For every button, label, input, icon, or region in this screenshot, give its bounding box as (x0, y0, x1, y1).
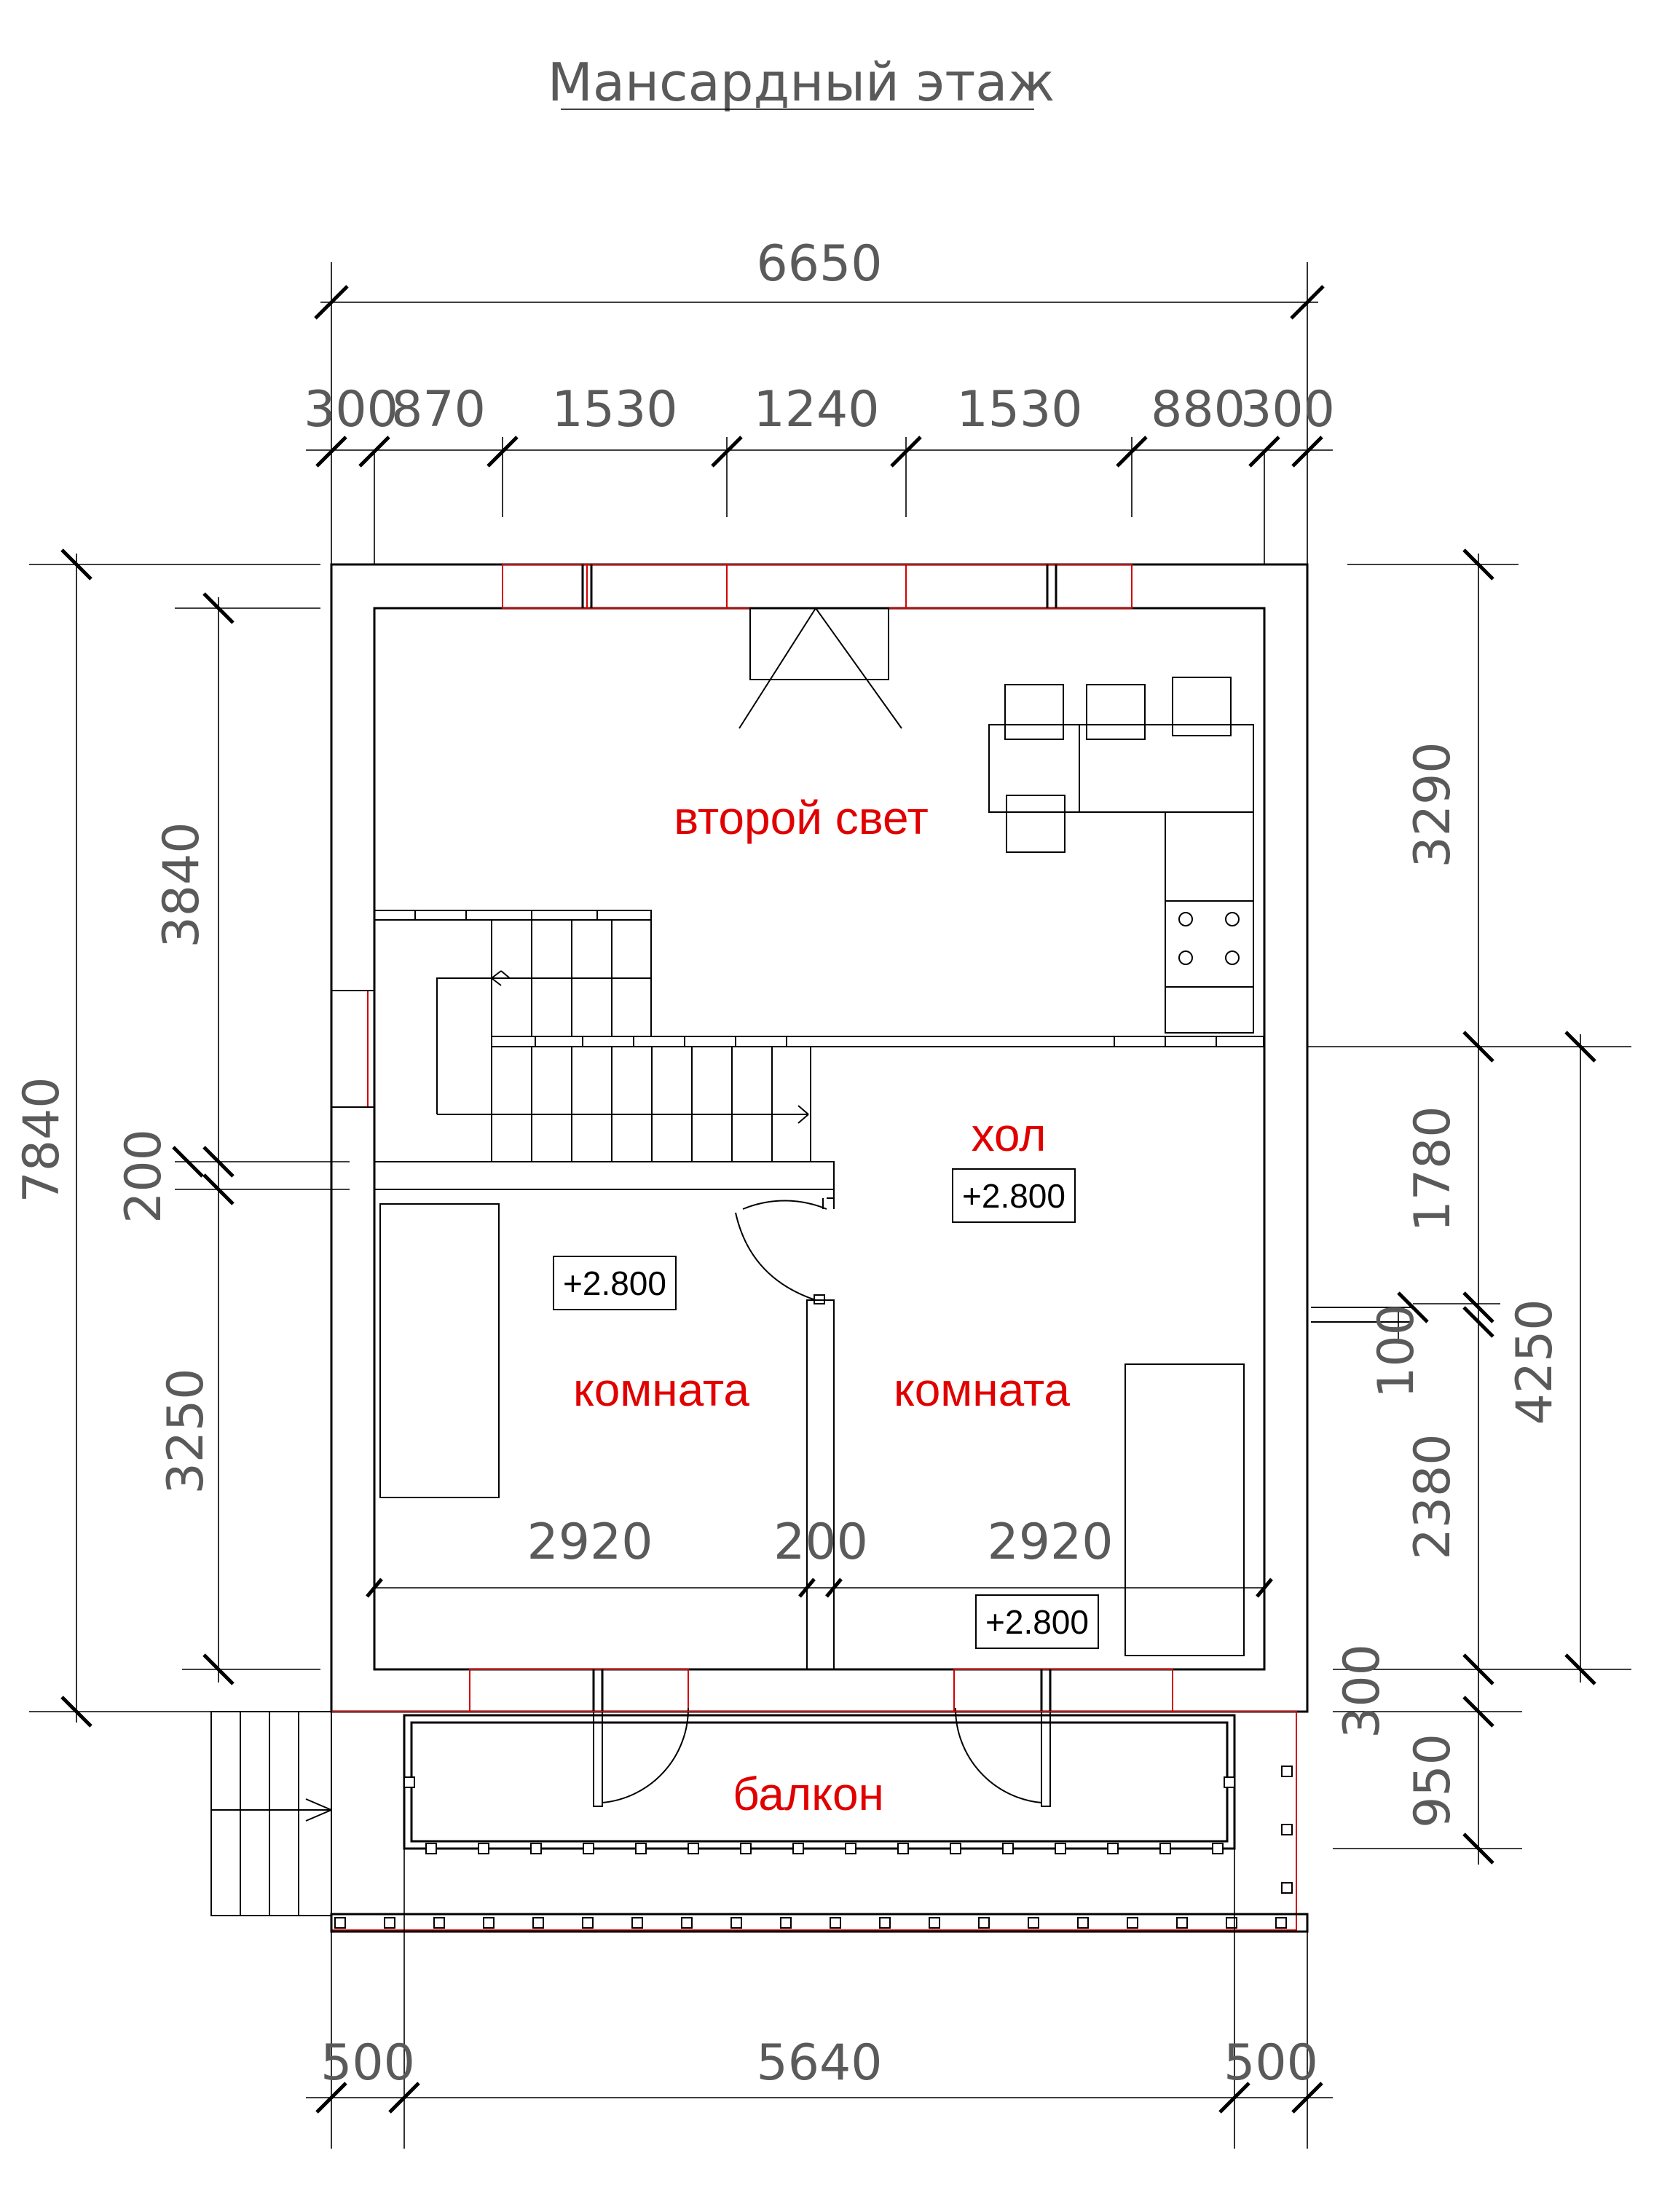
railing-post (1281, 1766, 1293, 1777)
staircase (374, 910, 1264, 1162)
railing-post (1077, 1917, 1089, 1929)
railing-post (1224, 1776, 1235, 1788)
left-window-frame (331, 990, 375, 1108)
interior-walls (374, 1161, 1413, 1670)
dim-right-wall2: 300 (1334, 1644, 1391, 1739)
railing-post (1281, 1882, 1293, 1894)
dim-right-room: 2380 (1404, 1433, 1462, 1559)
railing-post (1275, 1917, 1287, 1929)
dim-right-hall: 1780 (1404, 1106, 1462, 1232)
dim-top-3: 1240 (753, 381, 879, 438)
balcony (330, 1711, 1309, 1933)
dim-room-width-right: 2920 (987, 1514, 1113, 1571)
railing-post (845, 1843, 856, 1854)
dim-right-balcony: 950 (1404, 1733, 1462, 1828)
dim-top-1: 870 (391, 381, 486, 438)
skylight (738, 607, 902, 729)
dim-left-lower: 3250 (157, 1368, 215, 1494)
railing-post (483, 1917, 495, 1929)
level-box-room-right (975, 1594, 1099, 1649)
railing-post (780, 1917, 792, 1929)
railing-post (1127, 1917, 1138, 1929)
top-dims (306, 262, 1333, 564)
entry-stairs (210, 1711, 332, 1916)
railing-post (1107, 1843, 1119, 1854)
dim-top-2: 1530 (551, 381, 677, 438)
dim-left-mid: 200 (115, 1129, 173, 1224)
level-box-room-left (553, 1256, 677, 1310)
dim-room-width-left: 2920 (527, 1514, 653, 1571)
railing-post (635, 1843, 647, 1854)
railing-post (631, 1917, 643, 1929)
railing-post (384, 1917, 395, 1929)
level-box-hall (952, 1168, 1076, 1223)
railing-post (929, 1917, 940, 1929)
bed-right (1124, 1363, 1245, 1656)
room-label-left: комната (573, 1363, 749, 1416)
kitchen-furniture (988, 677, 1254, 1034)
level-room-right: +2.800 (985, 1603, 1089, 1641)
railing-post (1028, 1917, 1039, 1929)
room-label-balcony: балкон (733, 1768, 884, 1820)
railing-post (583, 1843, 594, 1854)
railing-post (403, 1776, 415, 1788)
dim-bottom-right: 500 (1224, 2034, 1318, 2092)
dim-right-span: 4250 (1506, 1299, 1564, 1425)
dim-top-6: 300 (1240, 381, 1335, 438)
dim-top-4: 1530 (956, 381, 1082, 438)
top-windows (502, 564, 1133, 609)
railing-post (582, 1917, 594, 1929)
railing-post (1281, 1824, 1293, 1835)
railing-post (425, 1843, 437, 1854)
dim-partition: 200 (773, 1514, 868, 1571)
bed-left (379, 1203, 500, 1498)
dim-top-5: 880 (1151, 381, 1245, 438)
bottom-windows (469, 1669, 1173, 1712)
railing-post (897, 1843, 909, 1854)
dim-right-upper: 3290 (1404, 741, 1462, 867)
level-room-left: +2.800 (563, 1264, 666, 1302)
bottom-dims (306, 1849, 1333, 2149)
railing-post (1212, 1843, 1224, 1854)
left-window (331, 990, 369, 1108)
railing-post (433, 1917, 445, 1929)
railing-post (792, 1843, 804, 1854)
left-dims (29, 548, 350, 1728)
railing-post (334, 1917, 346, 1929)
railing-post (478, 1843, 489, 1854)
railing-post (681, 1917, 693, 1929)
railing-post (950, 1843, 961, 1854)
dim-top-0: 300 (304, 381, 398, 438)
railing-post (1226, 1917, 1237, 1929)
railing-post (1176, 1917, 1188, 1929)
railing-post (879, 1917, 891, 1929)
room-width-dim (366, 1578, 1273, 1598)
room-label-second-light: второй свет (674, 792, 929, 844)
dim-bottom-left: 500 (320, 2034, 415, 2092)
room-label-hall: хол (972, 1109, 1047, 1161)
railing-post (730, 1917, 742, 1929)
dim-left-total: 7840 (13, 1077, 71, 1203)
railing-post (1159, 1843, 1171, 1854)
railing-post (532, 1917, 544, 1929)
dim-bottom-total: 5640 (756, 2034, 882, 2092)
railing-post (1002, 1843, 1014, 1854)
room-label-right: комната (894, 1363, 1070, 1416)
railing-post (978, 1917, 990, 1929)
dim-right-wall: 100 (1368, 1304, 1425, 1398)
railing-post (1055, 1843, 1066, 1854)
right-dims (1307, 548, 1631, 1865)
railing-post (830, 1917, 841, 1929)
railing-post (530, 1843, 542, 1854)
dim-left-upper: 3840 (153, 822, 210, 948)
railing-post (740, 1843, 752, 1854)
railing-post (688, 1843, 699, 1854)
plan-title: Мансардный этаж (548, 52, 1055, 113)
dim-top-total: 6650 (756, 235, 882, 293)
balcony-posts (334, 1766, 1293, 1929)
level-hall: +2.800 (962, 1177, 1066, 1215)
